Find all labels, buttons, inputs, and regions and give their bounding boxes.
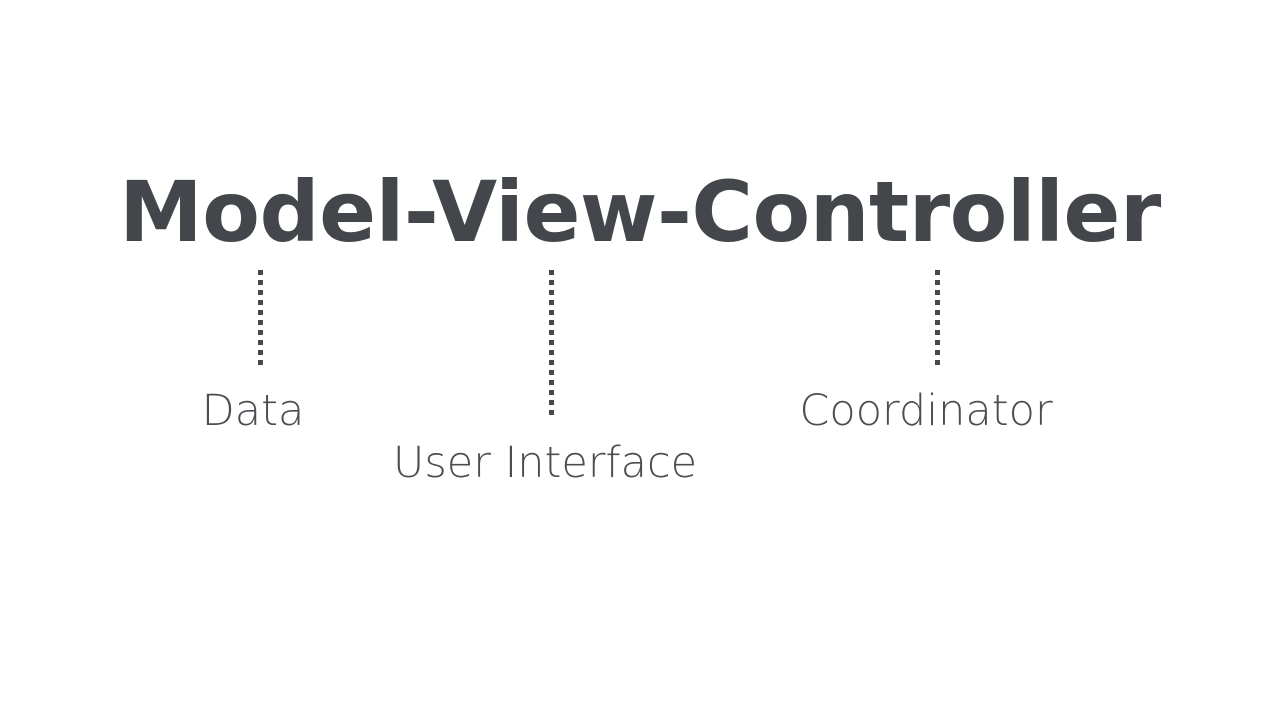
component-label-view: User Interface: [392, 438, 698, 488]
connector-line-model: [258, 270, 263, 365]
connector-line-view: [549, 270, 554, 420]
connector-line-controller: [935, 270, 940, 365]
component-label-controller: Coordinator: [799, 386, 1053, 436]
component-label-model: Data: [201, 386, 305, 436]
page-title: Model-View-Controller: [119, 163, 1161, 261]
